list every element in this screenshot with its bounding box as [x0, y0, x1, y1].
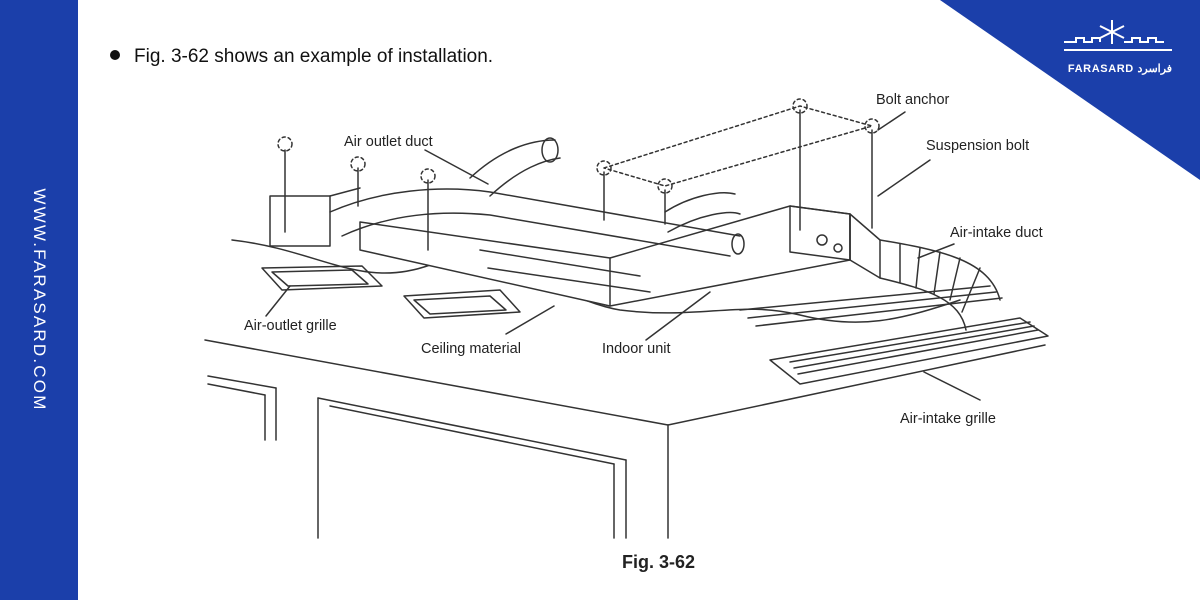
air-intake-grille [739, 285, 1049, 385]
label-indoor-unit: Indoor unit [602, 341, 671, 357]
air-outlet-grilles [261, 265, 521, 319]
label-air-intake-duct: Air-intake duct [950, 225, 1043, 241]
bolt-anchors [277, 98, 880, 194]
suspension-bolts [284, 109, 873, 251]
indoor-unit [269, 187, 881, 307]
intro-text: Fig. 3-62 shows an example of installati… [110, 46, 493, 68]
air-intake-duct [879, 239, 1001, 331]
label-ceiling-material: Ceiling material [421, 341, 521, 357]
brand-name: FARASARD فراسرد [1067, 63, 1173, 75]
bullet-icon [110, 49, 120, 60]
air-outlet-ducts [329, 137, 745, 293]
label-air-outlet-duct: Air outlet duct [344, 134, 433, 150]
snowflake-logo-icon [1064, 20, 1172, 51]
brand-corner [940, 0, 1200, 180]
ceiling-material [231, 239, 961, 323]
label-air-intake-grille: Air-intake grille [900, 411, 996, 427]
leader-lines [265, 111, 981, 401]
room-outline [204, 339, 1046, 539]
label-suspension-bolt: Suspension bolt [926, 138, 1030, 154]
sidebar: WWW.FARASARD.COM [0, 0, 78, 600]
figure-caption: Fig. 3-62 [622, 552, 696, 572]
label-air-outlet-grille: Air-outlet grille [244, 318, 337, 334]
label-bolt-anchor: Bolt anchor [876, 92, 950, 108]
